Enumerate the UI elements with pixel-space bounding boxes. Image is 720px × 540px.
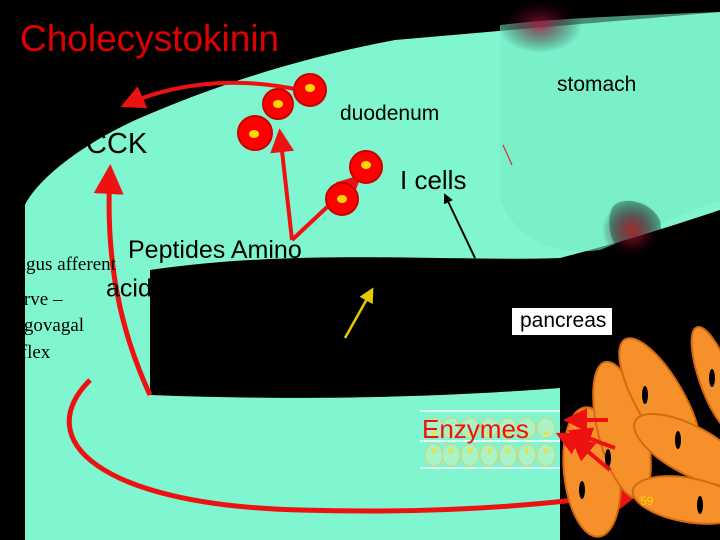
enzymes-label: Enzymes	[422, 414, 529, 444]
pancreas-glow-shape	[602, 200, 662, 260]
duodenum-label: duodenum	[340, 102, 440, 125]
vagus-line-2: nerve –	[6, 289, 63, 310]
vagus-line-1: Vagus afferent	[6, 254, 116, 275]
peptides-amino-label: Peptides Amino	[128, 236, 302, 264]
five-ht-label: 5-HT	[263, 352, 308, 374]
vagus-line-4: reflex	[6, 342, 51, 363]
page-number: 59	[640, 494, 654, 508]
acinar-cells	[562, 326, 720, 538]
serotonin-pointer-arrow	[343, 287, 374, 339]
peptide-to-icell-arrow-1	[270, 128, 295, 241]
duodenum-tissue	[25, 12, 720, 540]
stomach-glow-shape	[498, 0, 582, 53]
pancreas-label: pancreas	[512, 308, 613, 335]
i-cell	[325, 182, 359, 216]
fatty-acid-label: acids, Fatty Acid H+	[106, 275, 322, 301]
fatty-acid-text: acids, Fatty Acid H	[106, 274, 314, 303]
vagus-line-3: vagovagal	[6, 315, 85, 336]
release-peptide-pointer-arrow	[443, 193, 476, 259]
i-cell	[237, 115, 273, 151]
i-cell	[262, 88, 294, 120]
h-plus-superscript: +	[313, 274, 322, 291]
stomach-tick-mark	[502, 144, 513, 166]
fat-label: Fat	[200, 309, 241, 340]
cck-release-peptide-label: CCK release peptide	[354, 261, 548, 284]
i-cell	[349, 150, 383, 184]
cck-label: CCK	[86, 128, 148, 160]
cck-release-arrow	[120, 80, 301, 109]
i-cells-label: I cells	[400, 165, 467, 195]
enzyme-arrow	[555, 432, 583, 455]
epithelial-cell-dots	[431, 430, 549, 454]
tissue-shadow-shape	[609, 200, 661, 258]
slide-title: Cholecystokinin	[20, 18, 280, 59]
epithelial-cells	[424, 417, 556, 467]
i-cell	[293, 73, 327, 107]
vagal-afferent-arrow	[93, 164, 153, 397]
stomach-label: stomach	[557, 73, 637, 96]
i-cells	[237, 73, 383, 216]
